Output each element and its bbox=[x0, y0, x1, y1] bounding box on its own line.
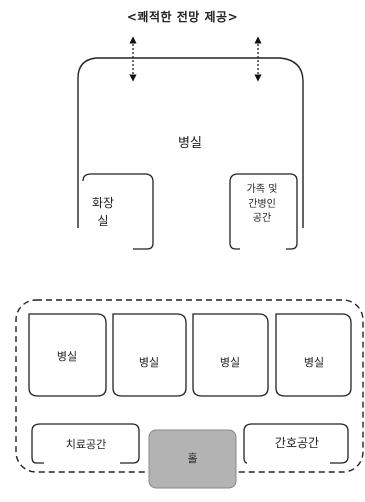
guardian-space-label: 가족 및 간병인 공간 bbox=[246, 184, 278, 224]
toilet-box bbox=[82, 173, 154, 250]
ward-room-label-3: 병실 bbox=[219, 356, 241, 369]
ward-room-box-3 bbox=[192, 313, 269, 397]
hall-label: 홀 bbox=[187, 452, 198, 465]
ward-room-box-1 bbox=[28, 313, 107, 397]
guardian-box bbox=[229, 173, 298, 250]
top-caption: <쾌적한 전망 제공> bbox=[126, 10, 239, 24]
single-room-label: 병실 bbox=[178, 136, 202, 151]
nursing-space-label: 간호공간 bbox=[274, 436, 320, 450]
ward-plan-diagram bbox=[15, 299, 364, 489]
ward-room-box-2 bbox=[112, 313, 187, 397]
nursing-box bbox=[243, 423, 349, 464]
hall-box bbox=[148, 429, 237, 489]
single-room-diagram bbox=[77, 36, 304, 250]
ward-room-label-4: 병실 bbox=[303, 356, 325, 369]
treatment-space-label: 치료공간 bbox=[65, 438, 107, 451]
ward-room-box-4 bbox=[275, 313, 352, 397]
ward-room-label-1: 병실 bbox=[56, 350, 78, 363]
toilet-label: 화장 실 bbox=[91, 196, 115, 228]
treatment-box bbox=[31, 423, 140, 464]
ward-room-label-2: 병실 bbox=[138, 356, 160, 369]
room-outline bbox=[77, 57, 304, 228]
